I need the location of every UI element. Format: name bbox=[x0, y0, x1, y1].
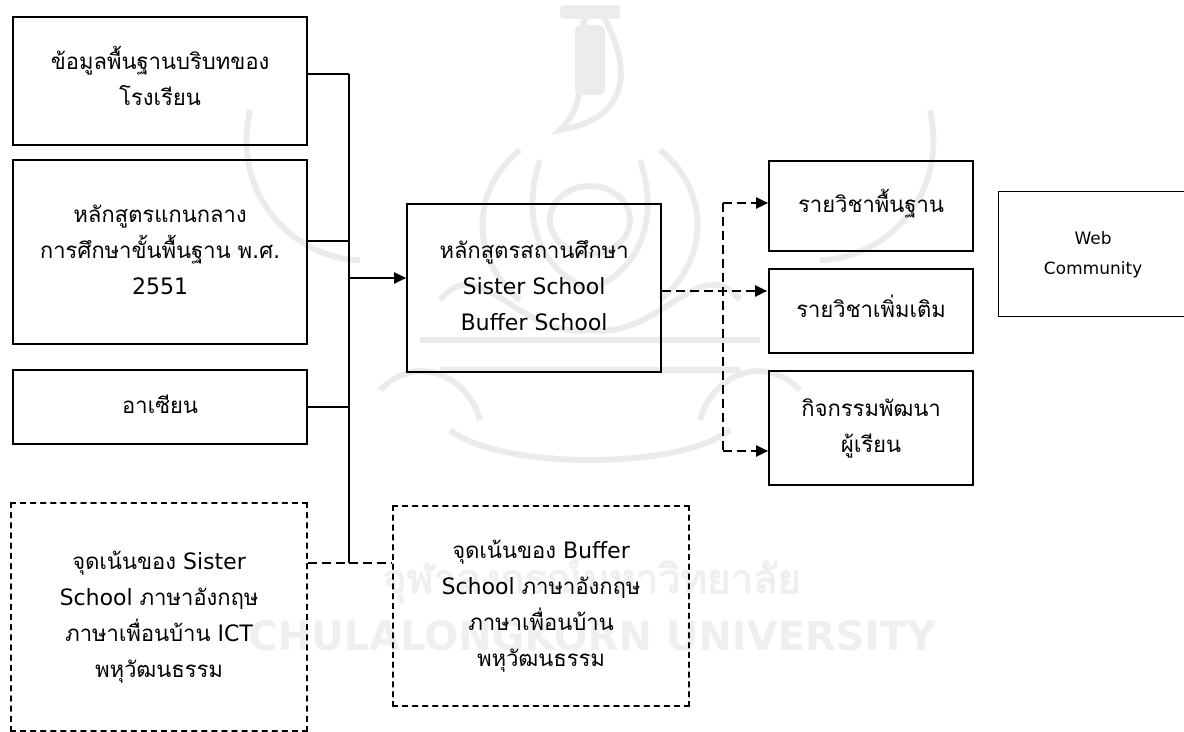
asean-box: อาเซียน bbox=[12, 369, 308, 445]
school-context-box: ข้อมูลพื้นฐานบริบทของ โรงเรียน bbox=[12, 16, 308, 146]
sister-focus-line-3: ภาษาเพื่อนบ้าน ICT bbox=[65, 622, 253, 647]
sister-focus-line-2: School ภาษาอังกฤษ bbox=[59, 586, 259, 611]
sister-focus-line-1: จุดเน้นของ Sister bbox=[72, 550, 246, 575]
sister-school-focus-box: จุดเน้นของ Sister School ภาษาอังกฤษ ภาษา… bbox=[10, 502, 308, 732]
school-context-line-2: โรงเรียน bbox=[119, 86, 201, 111]
web-community-line-2: Community bbox=[1043, 259, 1143, 279]
buffer-focus-line-1: จุดเน้นของ Buffer bbox=[452, 539, 630, 564]
learner-activities-line-2: ผู้เรียน bbox=[840, 433, 902, 458]
core-curriculum-line-2: การศึกษาขั้นพื้นฐาน พ.ศ. bbox=[39, 239, 281, 264]
learner-activities-box: กิจกรรมพัฒนา ผู้เรียน bbox=[768, 370, 974, 486]
center-line-3: Buffer School bbox=[460, 311, 608, 336]
core-curriculum-box: หลักสูตรแกนกลาง การศึกษาขั้นพื้นฐาน พ.ศ.… bbox=[12, 159, 308, 345]
web-community-box: Web Community bbox=[998, 191, 1184, 317]
sister-focus-line-4: พหุวัฒนธรรม bbox=[95, 658, 223, 683]
basic-subjects-line-1: รายวิชาพื้นฐาน bbox=[798, 193, 944, 218]
buffer-focus-line-2: School ภาษาอังกฤษ bbox=[441, 575, 641, 600]
web-community-line-1: Web bbox=[1074, 229, 1112, 249]
basic-subjects-box: รายวิชาพื้นฐาน bbox=[768, 160, 974, 252]
school-context-line-1: ข้อมูลพื้นฐานบริบทของ bbox=[50, 50, 270, 75]
center-line-1: หลักสูตรสถานศึกษา bbox=[439, 239, 629, 264]
core-curriculum-line-1: หลักสูตรแกนกลาง bbox=[73, 203, 247, 228]
additional-subjects-box: รายวิชาเพิ่มเติม bbox=[768, 268, 974, 354]
center-line-2: Sister School bbox=[462, 275, 606, 300]
buffer-focus-line-3: ภาษาเพื่อนบ้าน bbox=[468, 611, 614, 636]
core-curriculum-line-3: 2551 bbox=[132, 275, 188, 300]
buffer-focus-line-4: พหุวัฒนธรรม bbox=[477, 647, 605, 672]
buffer-school-focus-box: จุดเน้นของ Buffer School ภาษาอังกฤษ ภาษา… bbox=[392, 505, 690, 707]
asean-line-1: อาเซียน bbox=[122, 394, 198, 419]
school-curriculum-box: หลักสูตรสถานศึกษา Sister School Buffer S… bbox=[406, 203, 662, 373]
learner-activities-line-1: กิจกรรมพัฒนา bbox=[801, 397, 941, 422]
additional-subjects-line-1: รายวิชาเพิ่มเติม bbox=[796, 298, 946, 323]
